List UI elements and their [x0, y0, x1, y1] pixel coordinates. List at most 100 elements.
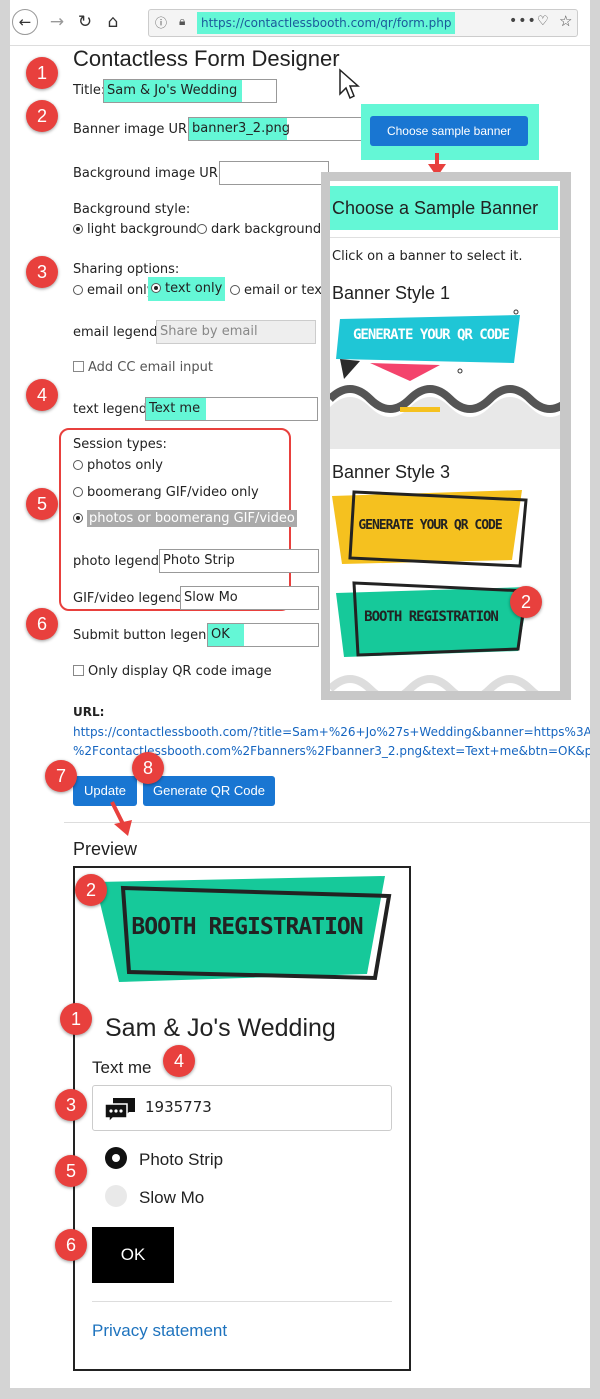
submit-legend-label: Submit button legend: — [73, 628, 219, 643]
banner-style-3-green[interactable]: BOOTH REGISTRATION — [330, 581, 560, 691]
section-divider — [64, 822, 590, 823]
preview-event-title: Sam & Jo's Wedding — [105, 1014, 336, 1042]
banner-style-1[interactable]: GENERATE YOUR QR CODE — [330, 309, 560, 449]
marker-4: 4 — [26, 379, 58, 411]
panel-divider — [330, 237, 560, 238]
email-legend-input[interactable]: Share by email — [156, 320, 316, 344]
generated-url-line-1[interactable]: https://contactlessbooth.com/?title=Sam+… — [73, 725, 590, 739]
submit-legend-input[interactable]: OK — [207, 623, 319, 647]
preview-banner-text: BOOTH REGISTRATION — [131, 914, 363, 940]
marker-5: 5 — [26, 488, 58, 520]
info-icon[interactable]: ⓘ — [155, 16, 168, 30]
session-photos-label: photos only — [87, 458, 163, 473]
banner-style-3-yellow-graphic — [332, 490, 528, 568]
sharing-both-radio[interactable]: email or text — [230, 283, 327, 298]
radio-selected-icon — [73, 224, 83, 234]
forward-arrow-icon[interactable]: → — [49, 12, 65, 32]
preview-photo-label: Photo Strip — [139, 1150, 224, 1169]
preview-text-legend: Text me — [92, 1058, 152, 1077]
session-both-label: photos or boomerang GIF/video — [87, 510, 297, 527]
sharing-email-label: email only — [87, 283, 155, 298]
arrow-down-icon — [428, 153, 446, 177]
session-types-label: Session types: — [73, 437, 167, 452]
generate-qr-button[interactable]: Generate QR Code — [143, 776, 275, 806]
sharing-email-radio[interactable]: email only — [73, 283, 154, 298]
title-input[interactable]: Sam & Jo's Wedding — [103, 79, 277, 103]
checkbox-icon — [73, 361, 84, 372]
bg-dark-label: dark background — [211, 222, 322, 237]
radio-icon — [73, 285, 83, 295]
bg-light-label: light background — [87, 222, 197, 237]
banner-url-input[interactable]: banner3_2.png — [188, 117, 364, 141]
choose-sample-banner-button[interactable]: Choose sample banner — [370, 116, 528, 146]
qr-only-checkbox[interactable]: Only display QR code image — [73, 664, 272, 679]
mouse-cursor-icon — [339, 68, 360, 100]
bookmark-star-icon[interactable]: ☆ — [559, 12, 573, 30]
bg-dark-radio[interactable]: dark background — [197, 222, 321, 237]
browser-toolbar: ← → ↻ ⌂ ⓘ 🔒︎ https://contactlessbooth.co… — [10, 0, 590, 46]
page-title: Contactless Form Designer — [73, 46, 340, 71]
lock-icon[interactable]: 🔒︎ — [179, 14, 186, 28]
preview-heading: Preview — [73, 839, 138, 859]
radio-icon — [230, 285, 240, 295]
marker-2: 2 — [26, 100, 58, 132]
banner-style-1-graphic — [330, 309, 560, 449]
preview-photo-radio[interactable] — [105, 1147, 127, 1169]
banner-url-label: Banner image URL: — [73, 122, 199, 137]
radio-icon — [73, 487, 83, 497]
banner-style-3-green-graphic — [330, 581, 539, 691]
sample-banner-highlight: Choose sample banner — [361, 104, 539, 160]
preview-ok-button[interactable]: OK — [92, 1227, 174, 1283]
marker-preview-5: 5 — [55, 1155, 87, 1187]
qr-only-label: Only display QR code image — [88, 664, 272, 679]
radio-icon — [73, 460, 83, 470]
add-cc-checkbox[interactable]: Add CC email input — [73, 360, 213, 375]
arrow-down-icon — [110, 801, 132, 836]
update-button[interactable]: Update — [73, 776, 137, 806]
banner-style-3-yellow-text: GENERATE YOUR QR CODE — [358, 518, 502, 533]
gif-legend-input[interactable]: Slow Mo — [180, 586, 319, 610]
marker-6: 6 — [26, 608, 58, 640]
sharing-text-radio[interactable]: text only — [148, 277, 226, 301]
preview-gif-radio[interactable] — [105, 1185, 127, 1207]
marker-preview-3: 3 — [55, 1089, 87, 1121]
bg-light-radio[interactable]: light background — [73, 222, 197, 237]
email-legend-label: email legend: — [73, 325, 162, 340]
bg-url-input[interactable] — [219, 161, 329, 185]
panel-instruction: Click on a banner to select it. — [332, 249, 523, 264]
title-label: Title: — [73, 83, 106, 98]
banner-style-3-yellow[interactable]: GENERATE YOUR QR CODE — [330, 486, 560, 571]
url-label: URL: — [73, 705, 105, 719]
preview-phone-input[interactable]: 1935773 — [92, 1085, 392, 1131]
session-boomerang-radio[interactable]: boomerang GIF/video only — [73, 485, 259, 500]
preview-banner: BOOTH REGISTRATION — [89, 874, 399, 986]
marker-3: 3 — [26, 256, 58, 288]
back-arrow-icon[interactable]: ← — [12, 9, 38, 35]
sample-banner-panel: Choose a Sample Banner Click on a banner… — [321, 172, 571, 700]
banner-style-1-text: GENERATE YOUR QR CODE — [352, 327, 510, 343]
session-both-radio[interactable]: photos or boomerang GIF/video — [73, 510, 297, 527]
text-legend-input[interactable]: Text me — [145, 397, 318, 421]
radio-selected-icon — [73, 513, 83, 523]
marker-preview-2: 2 — [75, 874, 107, 906]
more-icon[interactable]: ••• — [509, 13, 537, 29]
sharing-text-label: text only — [165, 281, 223, 296]
sharing-label: Sharing options: — [73, 262, 180, 277]
marker-1: 1 — [26, 57, 58, 89]
add-cc-label: Add CC email input — [88, 360, 214, 375]
address-bar[interactable]: ⓘ 🔒︎ https://contactlessbooth.com/qr/for… — [148, 9, 578, 37]
privacy-statement-link[interactable]: Privacy statement — [92, 1321, 228, 1340]
pocket-icon[interactable]: ♡ — [537, 14, 549, 29]
generated-url-line-2[interactable]: %2Fcontactlessbooth.com%2Fbanners%2Fbann… — [73, 744, 590, 758]
banner-style-3-green-text: BOOTH REGISTRATION — [364, 609, 499, 625]
session-boomerang-label: boomerang GIF/video only — [87, 485, 259, 500]
banner-style-1-title: Banner Style 1 — [332, 283, 451, 303]
reload-icon[interactable]: ↻ — [77, 12, 93, 32]
home-icon[interactable]: ⌂ — [107, 12, 119, 32]
photo-legend-label: photo legend: — [73, 554, 164, 569]
marker-8: 8 — [132, 752, 164, 784]
marker-preview-4: 4 — [163, 1045, 195, 1077]
session-photos-radio[interactable]: photos only — [73, 458, 163, 473]
url-text[interactable]: https://contactlessbooth.com/qr/form.php — [197, 12, 456, 34]
photo-legend-input[interactable]: Photo Strip — [159, 549, 319, 573]
